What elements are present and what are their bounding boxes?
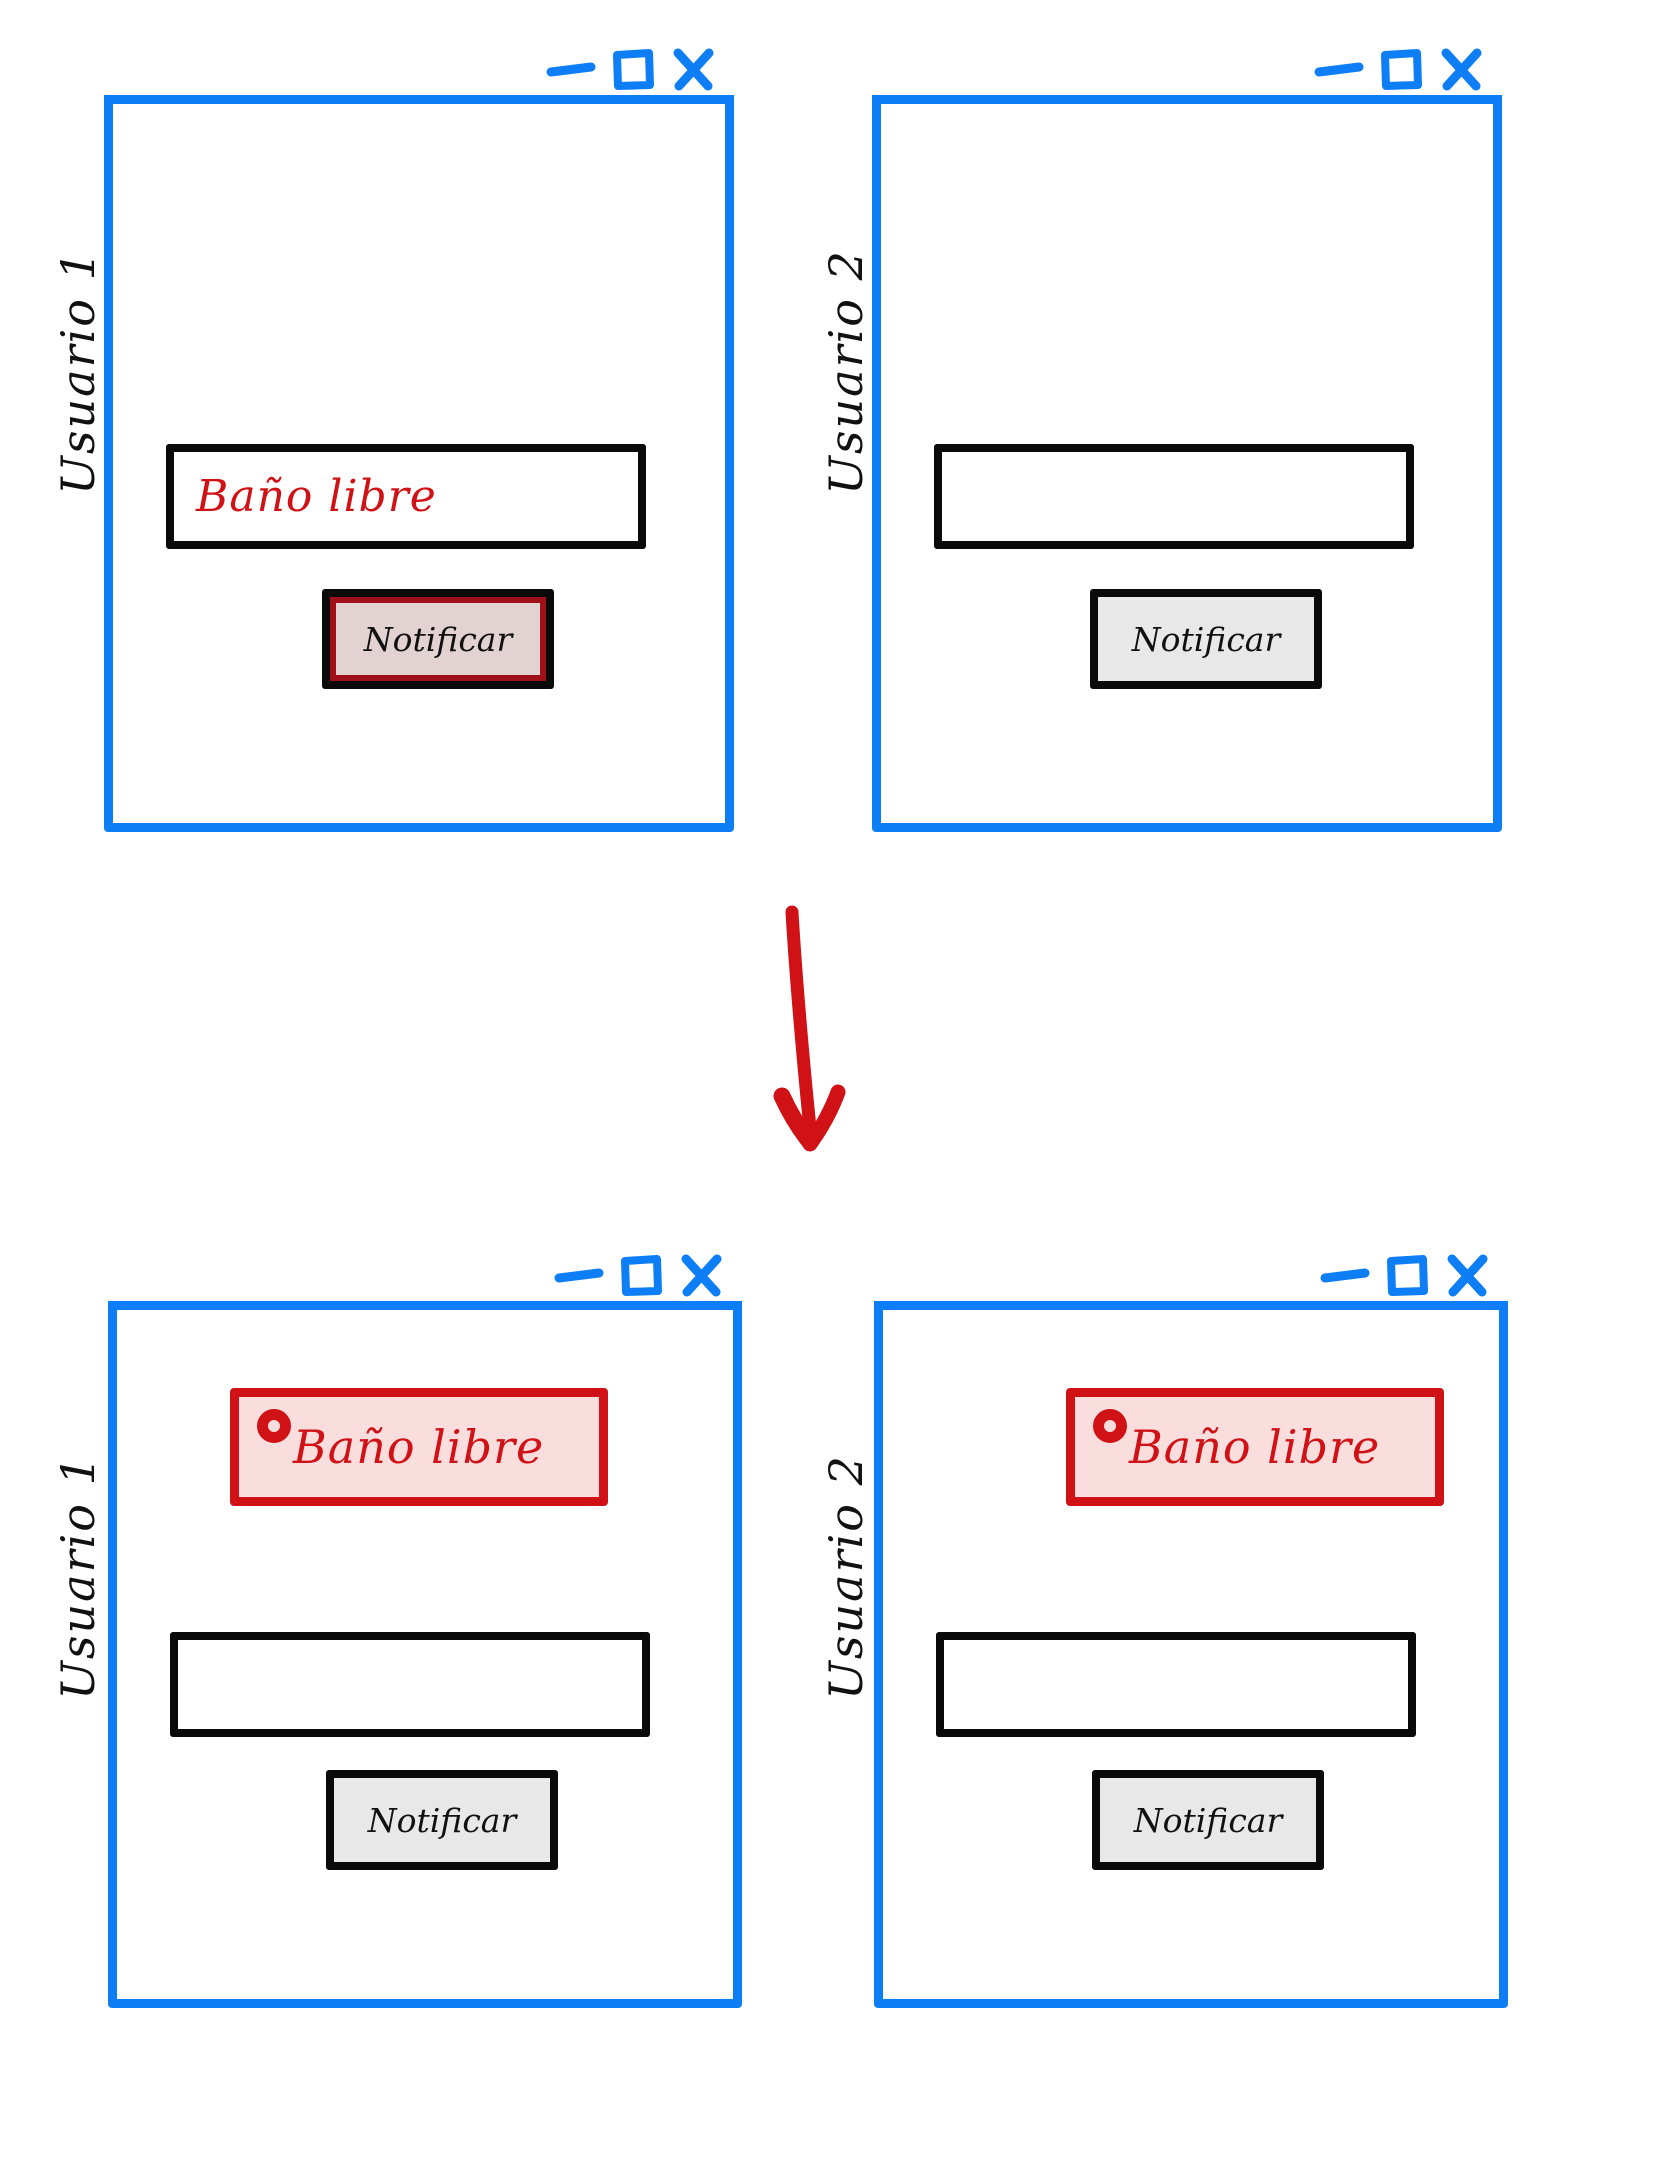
- window-frame: [872, 42, 1502, 832]
- window-content: Baño libre Notificar: [104, 104, 734, 832]
- window-frame: [108, 1248, 742, 2008]
- minimize-icon[interactable]: [546, 52, 596, 86]
- maximize-icon[interactable]: [618, 1252, 664, 1298]
- close-icon[interactable]: [678, 1252, 724, 1298]
- window-controls: [1320, 1252, 1490, 1298]
- title-bar[interactable]: [104, 42, 734, 104]
- notify-button-label: Notificar: [363, 619, 513, 659]
- user-label-2-after: Usuario 2: [819, 1454, 873, 1700]
- user-label-1-after: Usuario 1: [51, 1454, 105, 1700]
- window-content: Notificar: [872, 104, 1502, 832]
- close-icon[interactable]: [1444, 1252, 1490, 1298]
- window-usuario2-before[interactable]: Notificar: [872, 42, 1502, 832]
- notification-toast[interactable]: Baño libre: [1066, 1388, 1444, 1506]
- minimize-icon[interactable]: [1314, 52, 1364, 86]
- maximize-icon[interactable]: [1384, 1252, 1430, 1298]
- user-label-1-before: Usuario 1: [51, 249, 105, 495]
- message-input[interactable]: [934, 444, 1414, 549]
- notify-button[interactable]: Notificar: [1090, 589, 1322, 689]
- notify-button[interactable]: Notificar: [322, 589, 554, 689]
- notify-button[interactable]: Notificar: [1092, 1770, 1324, 1870]
- window-controls: [1314, 46, 1484, 92]
- close-icon[interactable]: [1438, 46, 1484, 92]
- notify-button-label: Notificar: [1131, 619, 1281, 659]
- window-usuario2-after[interactable]: Baño libre Notificar: [874, 1248, 1508, 2008]
- message-input[interactable]: [936, 1632, 1416, 1737]
- notification-ring-icon: [1093, 1409, 1127, 1443]
- window-frame: [104, 42, 734, 832]
- title-bar[interactable]: [872, 42, 1502, 104]
- message-input[interactable]: Baño libre: [166, 444, 646, 549]
- notification-ring-icon: [257, 1409, 291, 1443]
- notify-button-label: Notificar: [1133, 1800, 1283, 1840]
- window-usuario1-before[interactable]: Baño libre Notificar: [104, 42, 734, 832]
- notification-message: Baño libre: [293, 1420, 545, 1474]
- message-input-value: Baño libre: [196, 471, 437, 522]
- window-content: Baño libre Notificar: [874, 1310, 1508, 2008]
- maximize-icon[interactable]: [610, 46, 656, 92]
- window-frame: [874, 1248, 1508, 2008]
- window-content: Baño libre Notificar: [108, 1310, 742, 2008]
- minimize-icon[interactable]: [554, 1258, 604, 1292]
- message-input[interactable]: [170, 1632, 650, 1737]
- notify-button-label: Notificar: [367, 1800, 517, 1840]
- user-label-2-before: Usuario 2: [819, 249, 873, 495]
- notification-toast[interactable]: Baño libre: [230, 1388, 608, 1506]
- window-controls: [546, 46, 716, 92]
- close-icon[interactable]: [670, 46, 716, 92]
- title-bar[interactable]: [874, 1248, 1508, 1310]
- down-arrow-icon: [773, 905, 846, 1152]
- window-controls: [554, 1252, 724, 1298]
- title-bar[interactable]: [108, 1248, 742, 1310]
- window-usuario1-after[interactable]: Baño libre Notificar: [108, 1248, 742, 2008]
- notify-button[interactable]: Notificar: [326, 1770, 558, 1870]
- maximize-icon[interactable]: [1378, 46, 1424, 92]
- minimize-icon[interactable]: [1320, 1258, 1370, 1292]
- notification-message: Baño libre: [1129, 1420, 1381, 1474]
